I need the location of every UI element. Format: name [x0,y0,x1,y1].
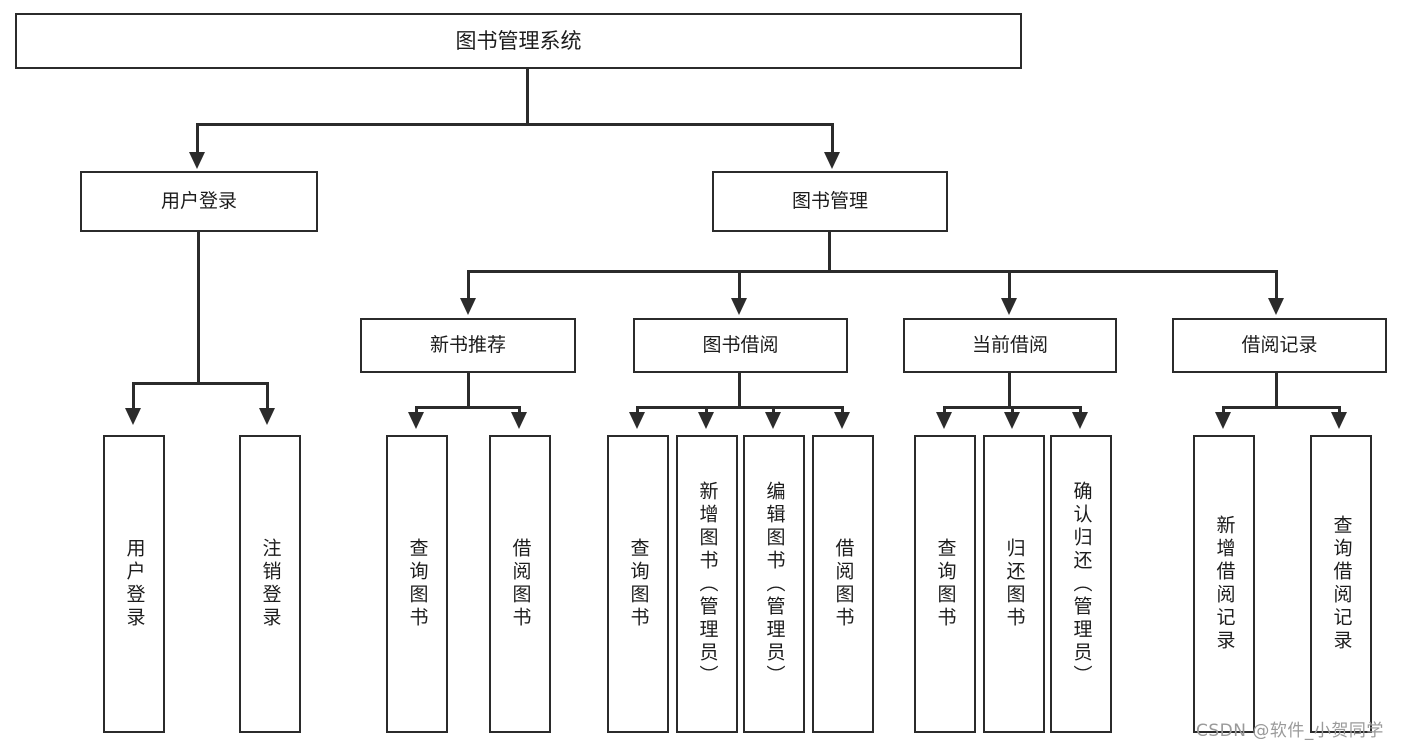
edge-root-to-user-login [196,123,199,154]
arrowhead-leaf-add-record [1215,412,1231,429]
arrowhead-borrow-record [1268,298,1284,315]
edge-root-bus [196,123,834,126]
node-label: 注销登录 [259,538,282,630]
node-label: 查询图书 [934,538,957,630]
edge-borrow-record-stem [1275,373,1278,409]
edge-user-login-bus [132,382,269,385]
edge-user-login-drop-2 [266,382,269,410]
arrowhead-leaf-confirm-return [1072,412,1088,429]
node-user-login[interactable]: 用户登录 [80,171,318,232]
node-leaf-borrow-book-2[interactable]: 借阅图书 [812,435,874,733]
node-label: 编辑图书（管理员） [763,480,786,688]
node-current-borrow[interactable]: 当前借阅 [903,318,1117,373]
arrowhead-leaf-user-login [125,408,141,425]
arrowhead-leaf-return-book [1004,412,1020,429]
node-label: 用户登录 [160,190,237,213]
edge-root-to-book-manage [831,123,834,154]
arrowhead-book-borrow [731,298,747,315]
node-leaf-edit-book[interactable]: 编辑图书（管理员） [743,435,805,733]
arrowhead-leaf-logout [259,408,275,425]
arrowhead-leaf-query-book-2 [629,412,645,429]
arrowhead-leaf-edit-book [765,412,781,429]
node-label: 新增图书（管理员） [696,480,719,688]
node-label: 新书推荐 [429,334,506,357]
node-leaf-query-book-3[interactable]: 查询图书 [914,435,976,733]
node-root-system[interactable]: 图书管理系统 [15,13,1022,69]
node-leaf-return-book[interactable]: 归还图书 [983,435,1045,733]
node-leaf-add-record[interactable]: 新增借阅记录 [1193,435,1255,733]
arrowhead-user-login [189,152,205,169]
arrowhead-new-book-recommend [460,298,476,315]
node-label: 确认归还（管理员） [1070,480,1093,688]
csdn-watermark: CSDN @软件_小贺同学 [1196,721,1384,741]
edge-new-book-recommend-stem [467,373,470,409]
node-leaf-query-book-2[interactable]: 查询图书 [607,435,669,733]
node-leaf-logout[interactable]: 注销登录 [239,435,301,733]
edge-book-manage-bus [467,270,1278,273]
node-leaf-add-book[interactable]: 新增图书（管理员） [676,435,738,733]
node-book-borrow[interactable]: 图书借阅 [633,318,848,373]
edge-book-manage-drop-2 [738,270,741,300]
arrowhead-leaf-query-book-1 [408,412,424,429]
arrowhead-leaf-query-book-3 [936,412,952,429]
node-label: 查询借阅记录 [1330,515,1353,653]
edge-borrow-record-bus [1222,406,1341,409]
edge-user-login-drop-1 [132,382,135,410]
arrowhead-current-borrow [1001,298,1017,315]
edge-user-login-stem [197,232,200,384]
node-leaf-query-book-1[interactable]: 查询图书 [386,435,448,733]
node-label: 用户登录 [123,538,146,630]
edge-book-borrow-stem [738,373,741,409]
arrowhead-leaf-add-book [698,412,714,429]
edge-book-manage-drop-3 [1008,270,1011,300]
node-leaf-confirm-return[interactable]: 确认归还（管理员） [1050,435,1112,733]
arrowhead-leaf-borrow-book-2 [834,412,850,429]
node-book-manage[interactable]: 图书管理 [712,171,948,232]
node-label: 当前借阅 [971,334,1048,357]
edge-book-manage-drop-4 [1275,270,1278,300]
node-label: 归还图书 [1003,538,1026,630]
node-label: 图书借阅 [702,334,779,357]
arrowhead-book-manage [824,152,840,169]
node-label: 借阅记录 [1241,334,1318,357]
node-label: 查询图书 [406,538,429,630]
node-label: 新增借阅记录 [1213,515,1236,653]
node-borrow-record[interactable]: 借阅记录 [1172,318,1387,373]
node-leaf-user-login[interactable]: 用户登录 [103,435,165,733]
node-leaf-borrow-book-1[interactable]: 借阅图书 [489,435,551,733]
arrowhead-leaf-query-record [1331,412,1347,429]
arrowhead-leaf-borrow-book-1 [511,412,527,429]
edge-book-manage-drop-1 [467,270,470,300]
edge-book-borrow-bus [636,406,844,409]
edge-new-book-recommend-bus [415,406,521,409]
node-label: 借阅图书 [509,538,532,630]
node-label: 图书管理系统 [455,28,582,53]
edge-root-stem [526,69,529,125]
node-new-book-recommend[interactable]: 新书推荐 [360,318,576,373]
node-label: 借阅图书 [832,538,855,630]
edge-current-borrow-stem [1008,373,1011,409]
node-label: 查询图书 [627,538,650,630]
node-leaf-query-record[interactable]: 查询借阅记录 [1310,435,1372,733]
node-label: 图书管理 [791,190,868,213]
edge-book-manage-stem [828,232,831,272]
